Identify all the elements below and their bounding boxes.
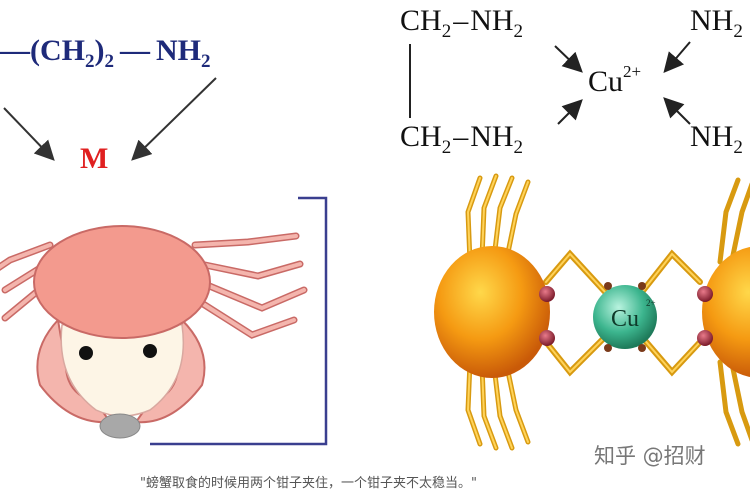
ligand-body-right xyxy=(702,246,750,378)
arrow-nh2-bottom-to-cu xyxy=(557,99,583,125)
nh2-right-top: NH2 xyxy=(690,4,743,42)
amine-group: NH2 xyxy=(156,34,211,72)
cu-sphere-charge: 2+ xyxy=(646,298,656,308)
bond-dash-left: — xyxy=(0,34,30,67)
left-formula: —(CH2)2—NH2 xyxy=(0,34,211,73)
caption: "螃蟹取食的时候用两个钳子夹住，一个钳子夹不太稳当。" xyxy=(140,476,477,491)
ch2-group: (CH2)2 xyxy=(30,34,114,72)
crab-eye-right xyxy=(143,344,157,358)
ligand-body-left xyxy=(434,246,550,378)
crab-illustration xyxy=(0,196,328,446)
cu-ion: Cu2+ xyxy=(588,62,642,98)
n-atom-left-bottom xyxy=(539,330,555,346)
bond-dash-right: — xyxy=(120,34,150,67)
n-atom-right-bottom xyxy=(697,330,713,346)
crab-claw-left xyxy=(36,317,112,424)
arrow-nh2-right-bottom-to-cu xyxy=(663,97,691,125)
arrow-nh2-to-metal xyxy=(131,77,217,161)
chelate-illustration: Cu 2+ xyxy=(434,173,750,451)
crab-eye-left xyxy=(79,346,93,360)
nh2-right-bottom: NH2 xyxy=(690,120,743,158)
frame-bracket xyxy=(150,196,328,446)
legs-right-body xyxy=(717,177,750,447)
cu-sphere xyxy=(593,285,657,349)
arrow-nh2-top-to-cu xyxy=(554,45,583,73)
right-formula-bonds xyxy=(409,41,691,125)
ch2-nh2-bottom: CH2–NH2 xyxy=(400,120,524,158)
arrow-ch2-to-metal xyxy=(3,107,55,161)
metal-pebble xyxy=(99,413,141,439)
cu-sphere-label: Cu xyxy=(611,306,639,332)
crab-shell xyxy=(33,225,211,339)
ch2-nh2-top: CH2–NH2 xyxy=(400,4,524,42)
watermark: 知乎 @招财 xyxy=(594,444,706,468)
metal-label: M xyxy=(80,142,109,175)
arrow-nh2-right-top-to-cu xyxy=(663,41,691,74)
n-atom-left-top xyxy=(539,286,555,302)
n-atom-right-top xyxy=(697,286,713,302)
left-arrows xyxy=(3,77,217,161)
